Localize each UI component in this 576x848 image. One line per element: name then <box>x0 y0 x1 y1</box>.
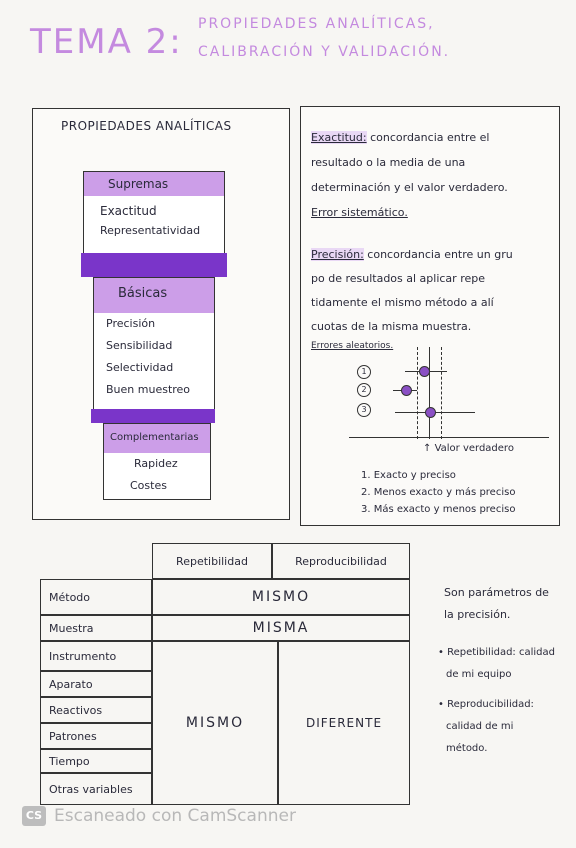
exactitud-definition: Exactitud: concordancia entre el resulta… <box>311 125 551 225</box>
panel-heading: PROPIEDADES ANALÍTICAS <box>61 119 232 133</box>
supremas-label: Supremas <box>108 177 169 191</box>
list-item: Selectividad <box>106 361 174 374</box>
precision-term: Precisión: <box>311 248 364 261</box>
list-item: Costes <box>130 479 167 492</box>
result-dot <box>419 366 430 377</box>
same-sample-cell: MISMA <box>152 615 410 641</box>
number-marker: 3 <box>357 403 371 417</box>
exactitud-term: Exactitud: <box>311 131 367 144</box>
list-item: Sensibilidad <box>106 339 173 352</box>
precision-error: Errores aleatorios. <box>311 341 394 351</box>
row-label: Instrumento <box>40 641 152 671</box>
same-conditions-cell: MISMO <box>152 641 278 805</box>
definition-text: concordancia entre el <box>370 131 490 144</box>
row-label: Patrones <box>40 723 152 749</box>
list-item: Representatividad <box>100 224 201 237</box>
complementarias-label: Complementarias <box>110 432 199 443</box>
definition-text: resultado o la media de una <box>311 156 466 169</box>
reproducibility-note: • Reproducibilidad: calidad de mi método… <box>438 694 574 760</box>
column-header: Repetibilidad <box>152 543 272 579</box>
note-text: la precisión. <box>444 608 511 621</box>
true-value-line <box>429 347 430 439</box>
list-item: Precisión <box>106 317 156 330</box>
row-label: Otras variables <box>40 773 152 805</box>
title-line-1: PROPIEDADES ANALÍTICAS, <box>198 16 435 32</box>
camscanner-icon: CS <box>22 806 46 826</box>
divider-band <box>91 409 215 423</box>
complementarias-list: Rapidez Costes <box>103 453 211 500</box>
note-text: calidad de mi <box>446 721 514 732</box>
number-marker: 1 <box>357 365 371 379</box>
divider-band <box>81 253 227 277</box>
result-dot <box>425 407 436 418</box>
precision-definition: Precisión: concordancia entre un gru po … <box>311 243 551 353</box>
title-line-2: CALIBRACIÓN Y VALIDACIÓN. <box>198 44 451 60</box>
legend-item: 1. Exacto y preciso <box>361 470 456 481</box>
definition-text: tidamente el mismo método a alí <box>311 296 494 309</box>
exactitud-error: Error sistemático. <box>311 206 408 219</box>
side-notes: Son parámetros de la precisión. <box>444 582 574 626</box>
row-label: Aparato <box>40 671 152 697</box>
column-header: Reproducibilidad <box>272 543 410 579</box>
scanner-watermark: Escaneado con CamScanner <box>54 806 296 826</box>
definitions-panel: Exactitud: concordancia entre el resulta… <box>300 106 560 526</box>
number-marker: 2 <box>357 383 371 397</box>
list-item: Rapidez <box>134 457 178 470</box>
repeatability-note: • Repetibilidad: calidad de mi equipo <box>438 642 574 686</box>
row-label: Muestra <box>40 615 152 641</box>
page-title: TEMA 2: <box>30 22 183 62</box>
note-text: Repetibilidad: calidad <box>447 647 555 658</box>
different-conditions-cell: DIFERENTE <box>278 641 410 805</box>
basicas-label: Básicas <box>118 286 168 301</box>
legend-item: 2. Menos exacto y más preciso <box>361 487 516 498</box>
basicas-list: Precisión Sensibilidad Selectividad Buen… <box>93 313 215 410</box>
analytical-properties-panel: PROPIEDADES ANALÍTICAS Supremas Exactitu… <box>32 108 290 520</box>
row-label: Método <box>40 579 152 615</box>
true-value-label: ↑ Valor verdadero <box>423 443 514 454</box>
note-text: Reproducibilidad: <box>447 699 534 710</box>
complementarias-header: Complementarias <box>103 423 211 455</box>
result-dot <box>401 385 412 396</box>
true-value-text: Valor verdadero <box>434 443 514 454</box>
definition-text: concordancia entre un gru <box>367 248 513 261</box>
accuracy-precision-diagram: 1 2 3 <box>301 347 559 447</box>
same-method-cell: MISMO <box>152 579 410 615</box>
note-text: método. <box>446 743 488 754</box>
definition-text: po de resultados al aplicar repe <box>311 272 485 285</box>
supremas-header: Supremas <box>83 171 225 198</box>
definition-text: cuotas de la misma muestra. <box>311 320 472 333</box>
row-label: Tiempo <box>40 749 152 773</box>
legend-item: 3. Más exacto y menos preciso <box>361 504 516 515</box>
list-item: Exactitud <box>100 204 157 218</box>
baseline <box>349 437 549 438</box>
row-label: Reactivos <box>40 697 152 723</box>
supremas-list: Exactitud Representatividad <box>83 196 225 254</box>
dashed-line <box>441 347 442 439</box>
note-text: de mi equipo <box>446 669 512 680</box>
diagram-legend: 1. Exacto y preciso 2. Menos exacto y má… <box>361 467 515 518</box>
basicas-header: Básicas <box>93 277 215 315</box>
note-text: Son parámetros de <box>444 586 549 599</box>
definition-text: determinación y el valor verdadero. <box>311 181 508 194</box>
dashed-line <box>417 347 418 439</box>
list-item: Buen muestreo <box>106 383 191 396</box>
